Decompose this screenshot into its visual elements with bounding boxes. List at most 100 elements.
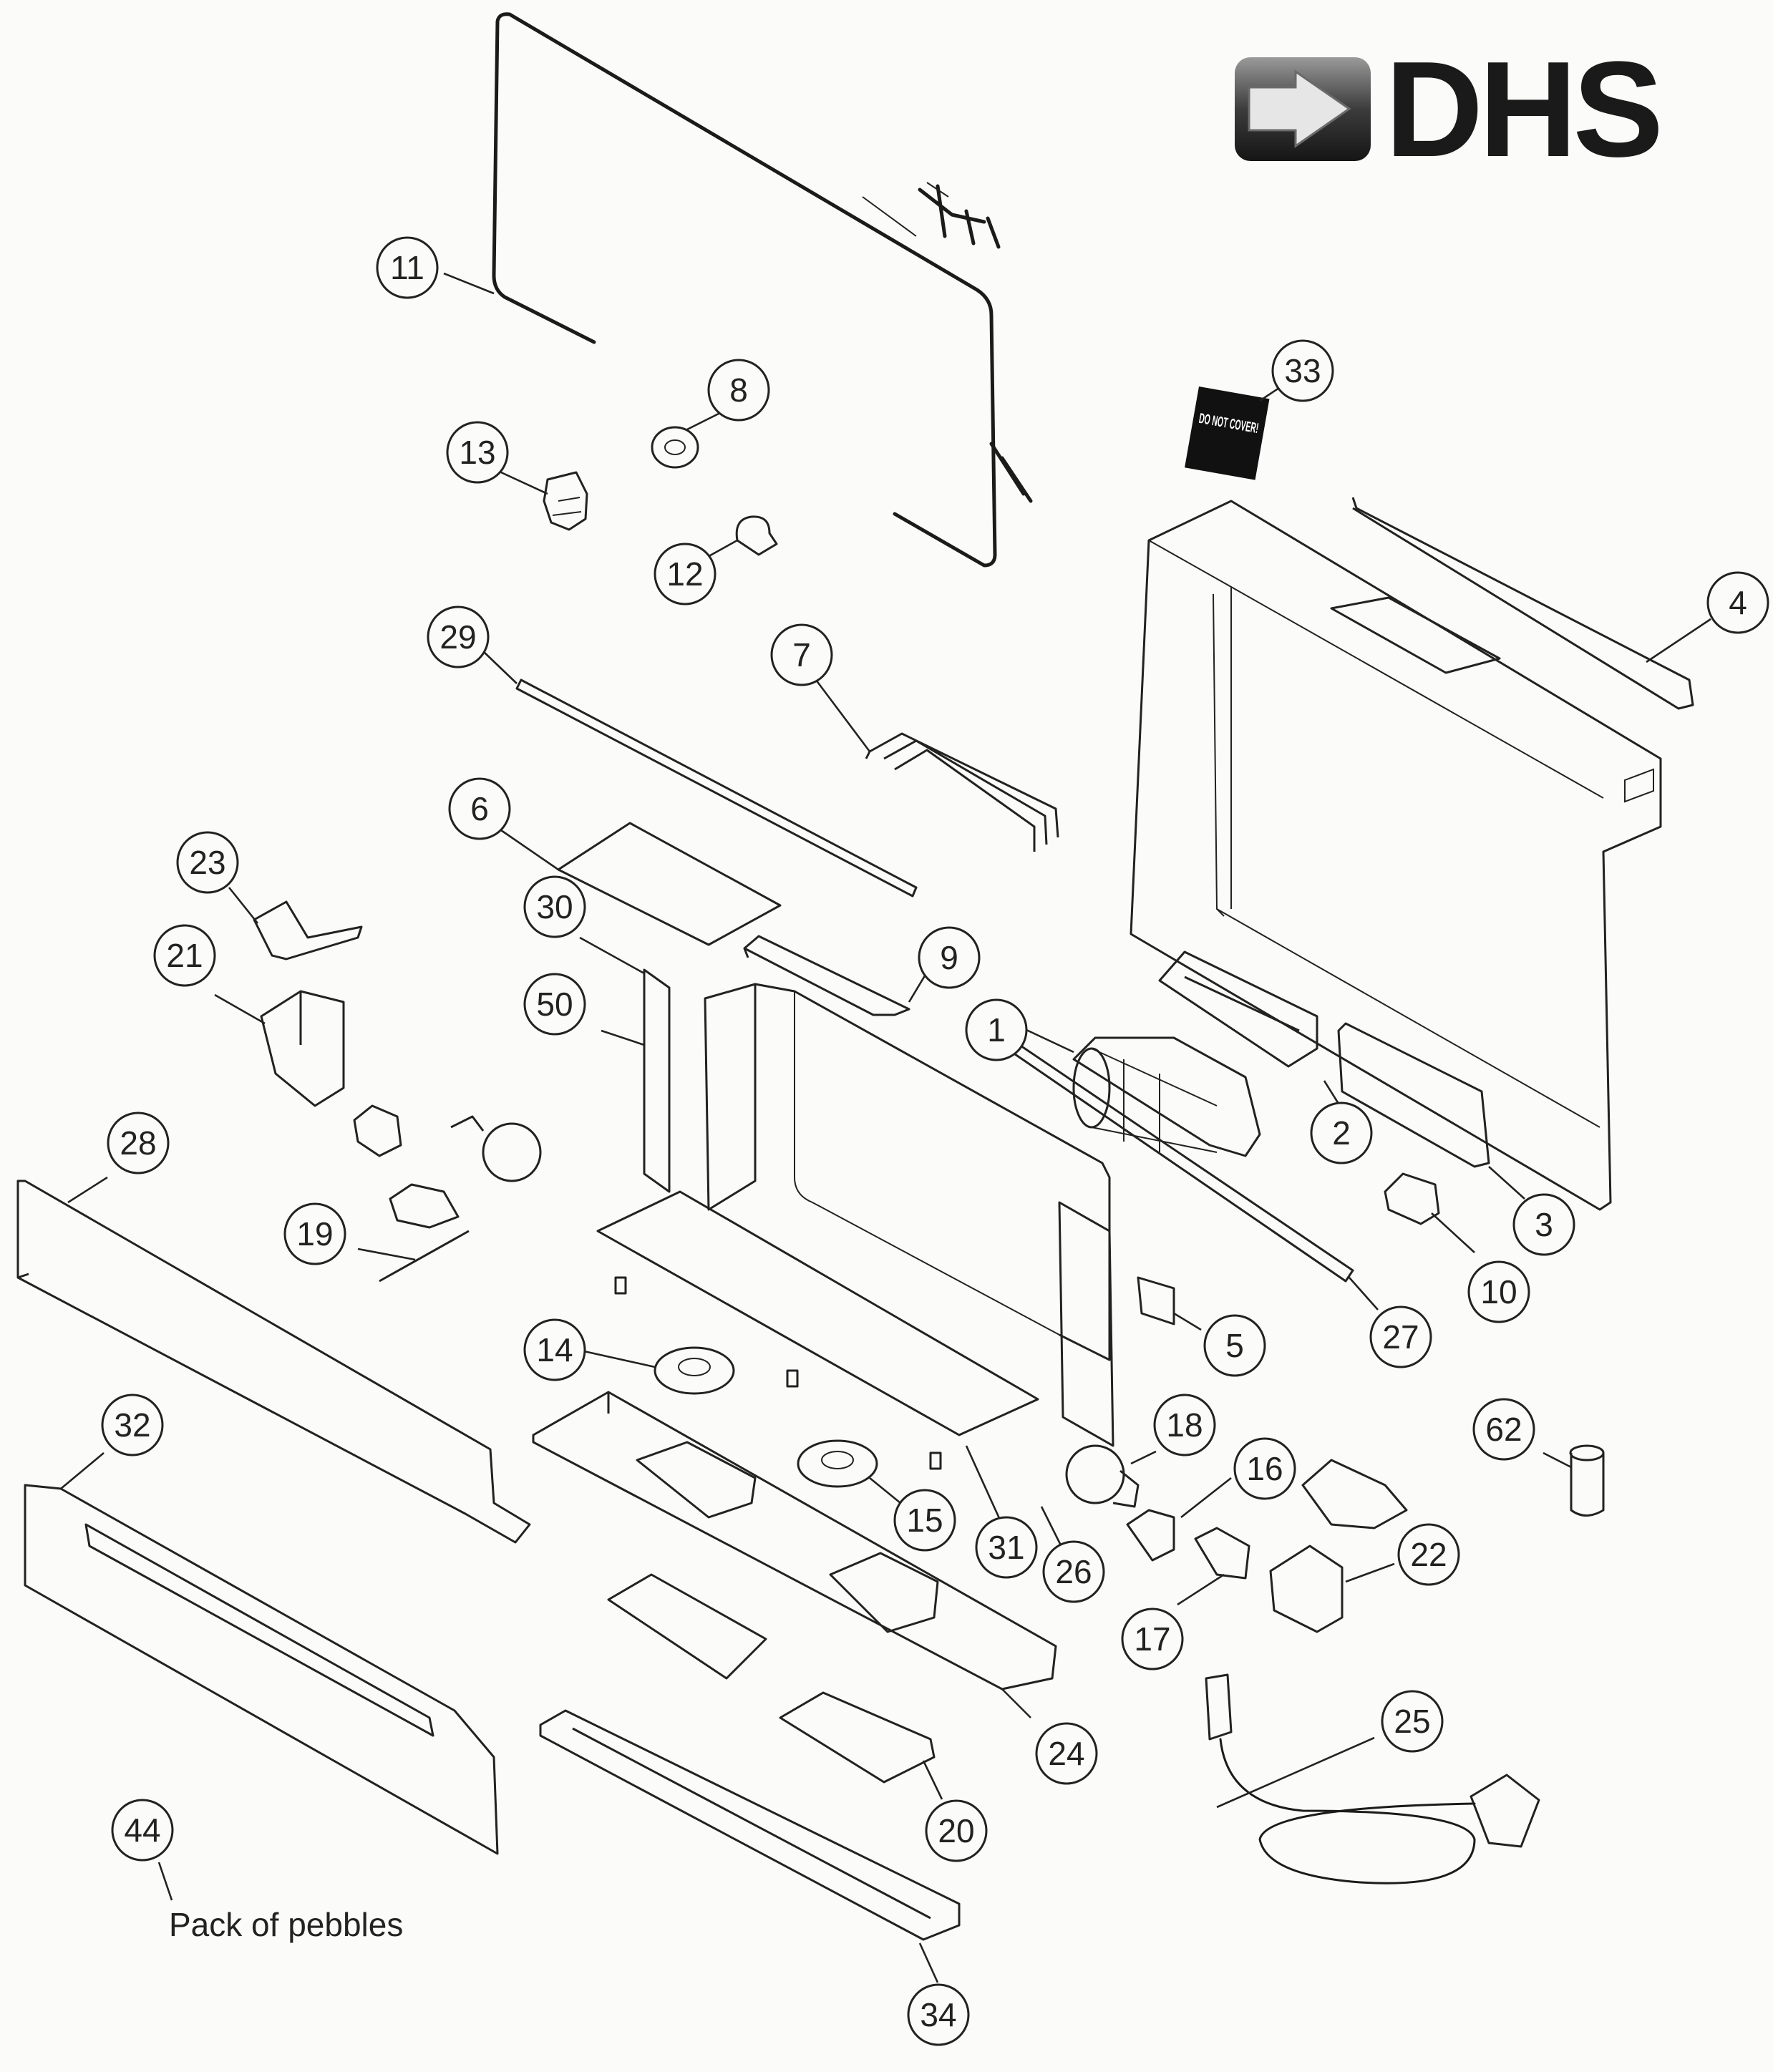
lamp-bracket-right [1269,1545,1344,1633]
svg-text:33: 33 [1284,352,1321,389]
cable-clamp [735,515,778,556]
heating-elements [865,732,1059,852]
callout-5: 5 [1203,1314,1266,1377]
callout-50: 50 [523,973,586,1036]
dhs-logo: DHS [1235,34,1663,185]
svg-text:10: 10 [1480,1273,1517,1310]
callout-30: 30 [523,875,586,938]
element-guard [1158,950,1318,1068]
svg-text:12: 12 [666,555,703,593]
svg-text:18: 18 [1166,1406,1203,1444]
svg-text:15: 15 [906,1502,943,1539]
svg-text:2: 2 [1332,1114,1351,1152]
top-rail [515,678,918,898]
svg-text:4: 4 [1729,584,1747,621]
svg-text:11: 11 [390,249,424,286]
svg-text:44: 44 [124,1811,160,1849]
callout-17: 17 [1121,1607,1184,1670]
callout-44: 44 [111,1799,174,1862]
grommet [651,426,699,469]
tube [1569,1444,1605,1517]
feet [614,1276,942,1470]
svg-text:62: 62 [1485,1411,1522,1448]
svg-text:23: 23 [189,844,225,881]
svg-text:1: 1 [987,1011,1006,1049]
svg-text:20: 20 [938,1812,974,1849]
svg-text:7: 7 [792,636,811,673]
callout-23: 23 [176,831,239,894]
callout-11: 11 [376,236,439,299]
callout-26: 26 [1042,1540,1105,1603]
svg-text:28: 28 [120,1124,156,1162]
floor-plate [596,1190,1039,1436]
lamp-holder-left [353,1104,460,1229]
lamp-bracket-left [260,990,345,1107]
callout-25: 25 [1381,1690,1444,1753]
wiring-harness [492,12,1033,568]
callout-32: 32 [101,1394,164,1456]
lamp-clip-right [1126,1509,1175,1562]
svg-text:9: 9 [940,939,958,976]
svg-text:14: 14 [536,1331,573,1368]
svg-text:27: 27 [1382,1318,1419,1356]
callout-18: 18 [1153,1394,1216,1456]
lamp-holder-right [1194,1527,1250,1580]
svg-text:17: 17 [1134,1620,1170,1658]
callout-24: 24 [1035,1722,1098,1785]
svg-text:31: 31 [988,1529,1024,1566]
svg-text:34: 34 [920,1996,956,2033]
callout-9: 9 [918,926,981,989]
callout-19: 19 [283,1202,346,1265]
svg-text:26: 26 [1055,1553,1092,1590]
svg-text:32: 32 [114,1406,150,1444]
plinth-panel [24,1484,499,1855]
callout-22: 22 [1397,1523,1460,1586]
callout-31: 31 [975,1516,1038,1579]
callout-34: 34 [907,1983,970,2046]
leader-lines [60,272,1711,1983]
heat-shield-plate [557,822,782,946]
base-tray [532,1391,1057,1691]
svg-text:8: 8 [729,371,748,409]
svg-text:13: 13 [459,434,495,471]
lamp-shade-right [1301,1459,1408,1529]
pebble-tray [539,1709,961,1941]
logo-text: DHS [1385,34,1659,185]
outer-casing [1130,497,1694,1211]
mounting-plate [1137,1276,1175,1326]
svg-text:50: 50 [536,986,573,1023]
bulb-right [1065,1444,1140,1508]
callout-2: 2 [1310,1101,1373,1164]
callout-12: 12 [654,543,717,605]
callout-14: 14 [523,1318,586,1381]
flame-rotor-left [654,1346,735,1395]
svg-text:22: 22 [1410,1536,1447,1573]
callout-10: 10 [1467,1260,1530,1323]
callout-7: 7 [770,623,833,686]
mains-lead [1205,1673,1540,1884]
svg-text:3: 3 [1535,1206,1553,1243]
cover-plate [607,1573,767,1680]
bulb-left [450,1115,542,1182]
svg-text:29: 29 [439,618,476,656]
callout-33: 33 [1271,339,1334,402]
svg-text:6: 6 [470,790,489,827]
electronics-cover [779,1691,936,1784]
pebbles-caption: Pack of pebbles [169,1906,403,1943]
svg-text:24: 24 [1048,1735,1084,1772]
callout-21: 21 [153,924,216,987]
callout-4: 4 [1706,571,1769,634]
callout-20: 20 [925,1799,988,1862]
callout-3: 3 [1512,1193,1575,1256]
svg-text:16: 16 [1246,1450,1283,1487]
element-bracket [743,935,910,1016]
callout-15: 15 [893,1489,956,1552]
lamp-shade-left [253,900,363,960]
tangential-fan [1072,1036,1261,1157]
callout-29: 29 [427,605,490,668]
callout-8: 8 [707,359,770,422]
svg-text:30: 30 [536,888,573,925]
svg-text:25: 25 [1394,1703,1430,1740]
callout-62: 62 [1472,1398,1535,1461]
svg-text:19: 19 [296,1215,333,1253]
